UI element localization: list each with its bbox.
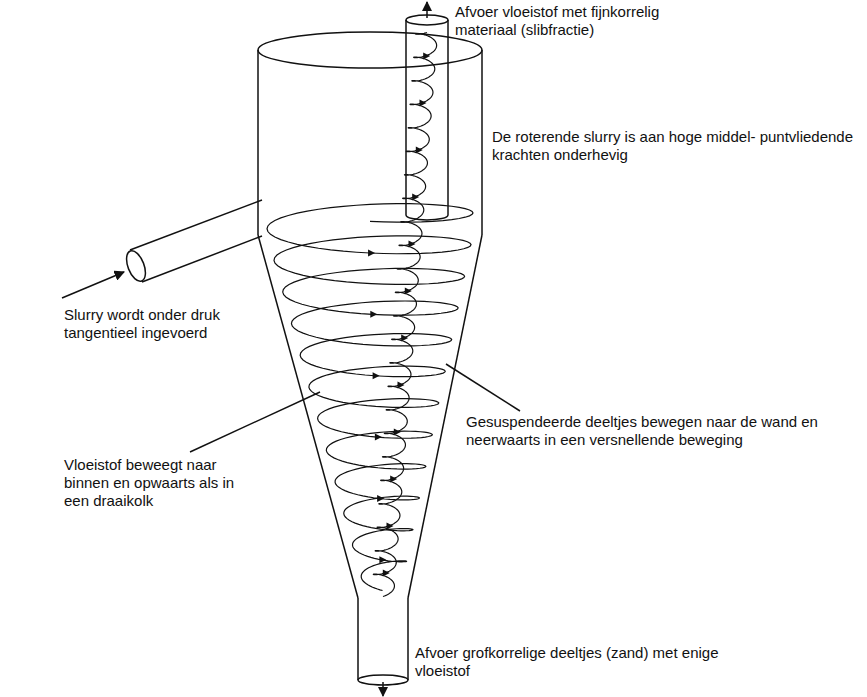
flow-arrow [382, 682, 384, 696]
leader-line [190, 392, 320, 452]
callout-label: Gesuspendeerde deeltjes bewegen naar de … [466, 413, 858, 449]
flow-arrowhead [375, 434, 382, 441]
outlet-tube [407, 598, 409, 680]
cone-wall [258, 235, 358, 598]
callout-label: Vloeistof beweegt naar binnen en opwaart… [64, 456, 254, 510]
vortex-finder-wall [447, 20, 449, 215]
callout-label: Afvoer vloeistof met fijnkorrelig materi… [455, 3, 715, 39]
callout-label: Slurry wordt onder druk tangentieel inge… [64, 306, 264, 342]
flow-arrow [62, 272, 124, 298]
flow-arrowhead [416, 147, 423, 154]
flow-arrowhead [405, 288, 412, 295]
flow-arrowhead [387, 523, 394, 530]
inner-vortex [373, 33, 436, 597]
flow-arrowhead [423, 53, 430, 60]
vortex-finder-edge [406, 215, 448, 220]
inlet-pipe [142, 236, 262, 282]
flow-arrowhead [373, 372, 380, 379]
outer-vortex [267, 204, 473, 591]
flow-arrowhead [390, 476, 397, 483]
flow-arrowhead [398, 382, 405, 389]
leader-line [446, 364, 520, 411]
cylinder-wall [481, 50, 483, 235]
flow-arrow [426, 2, 428, 18]
flow-arrowhead [401, 335, 408, 342]
callout-label: Afvoer grofkorrelige deeltjes (zand) met… [415, 644, 745, 680]
cylinder-wall [257, 50, 259, 235]
flow-arrowhead [412, 194, 419, 201]
flow-arrowhead [383, 570, 390, 577]
callout-label: De roterende slurry is aan hoge middel- … [492, 128, 862, 164]
inlet-rim [123, 248, 149, 284]
outlet-tube [357, 598, 359, 680]
flow-arrowhead [420, 100, 427, 107]
flow-arrowhead [377, 495, 384, 502]
flow-arrowhead [368, 250, 375, 257]
inlet-pipe [130, 200, 262, 250]
flow-arrowhead [394, 429, 401, 436]
flow-arrowhead [370, 311, 377, 318]
flow-arrowhead [409, 241, 416, 248]
vortex-finder-wall [405, 20, 407, 215]
flow-arrowhead [379, 556, 386, 563]
